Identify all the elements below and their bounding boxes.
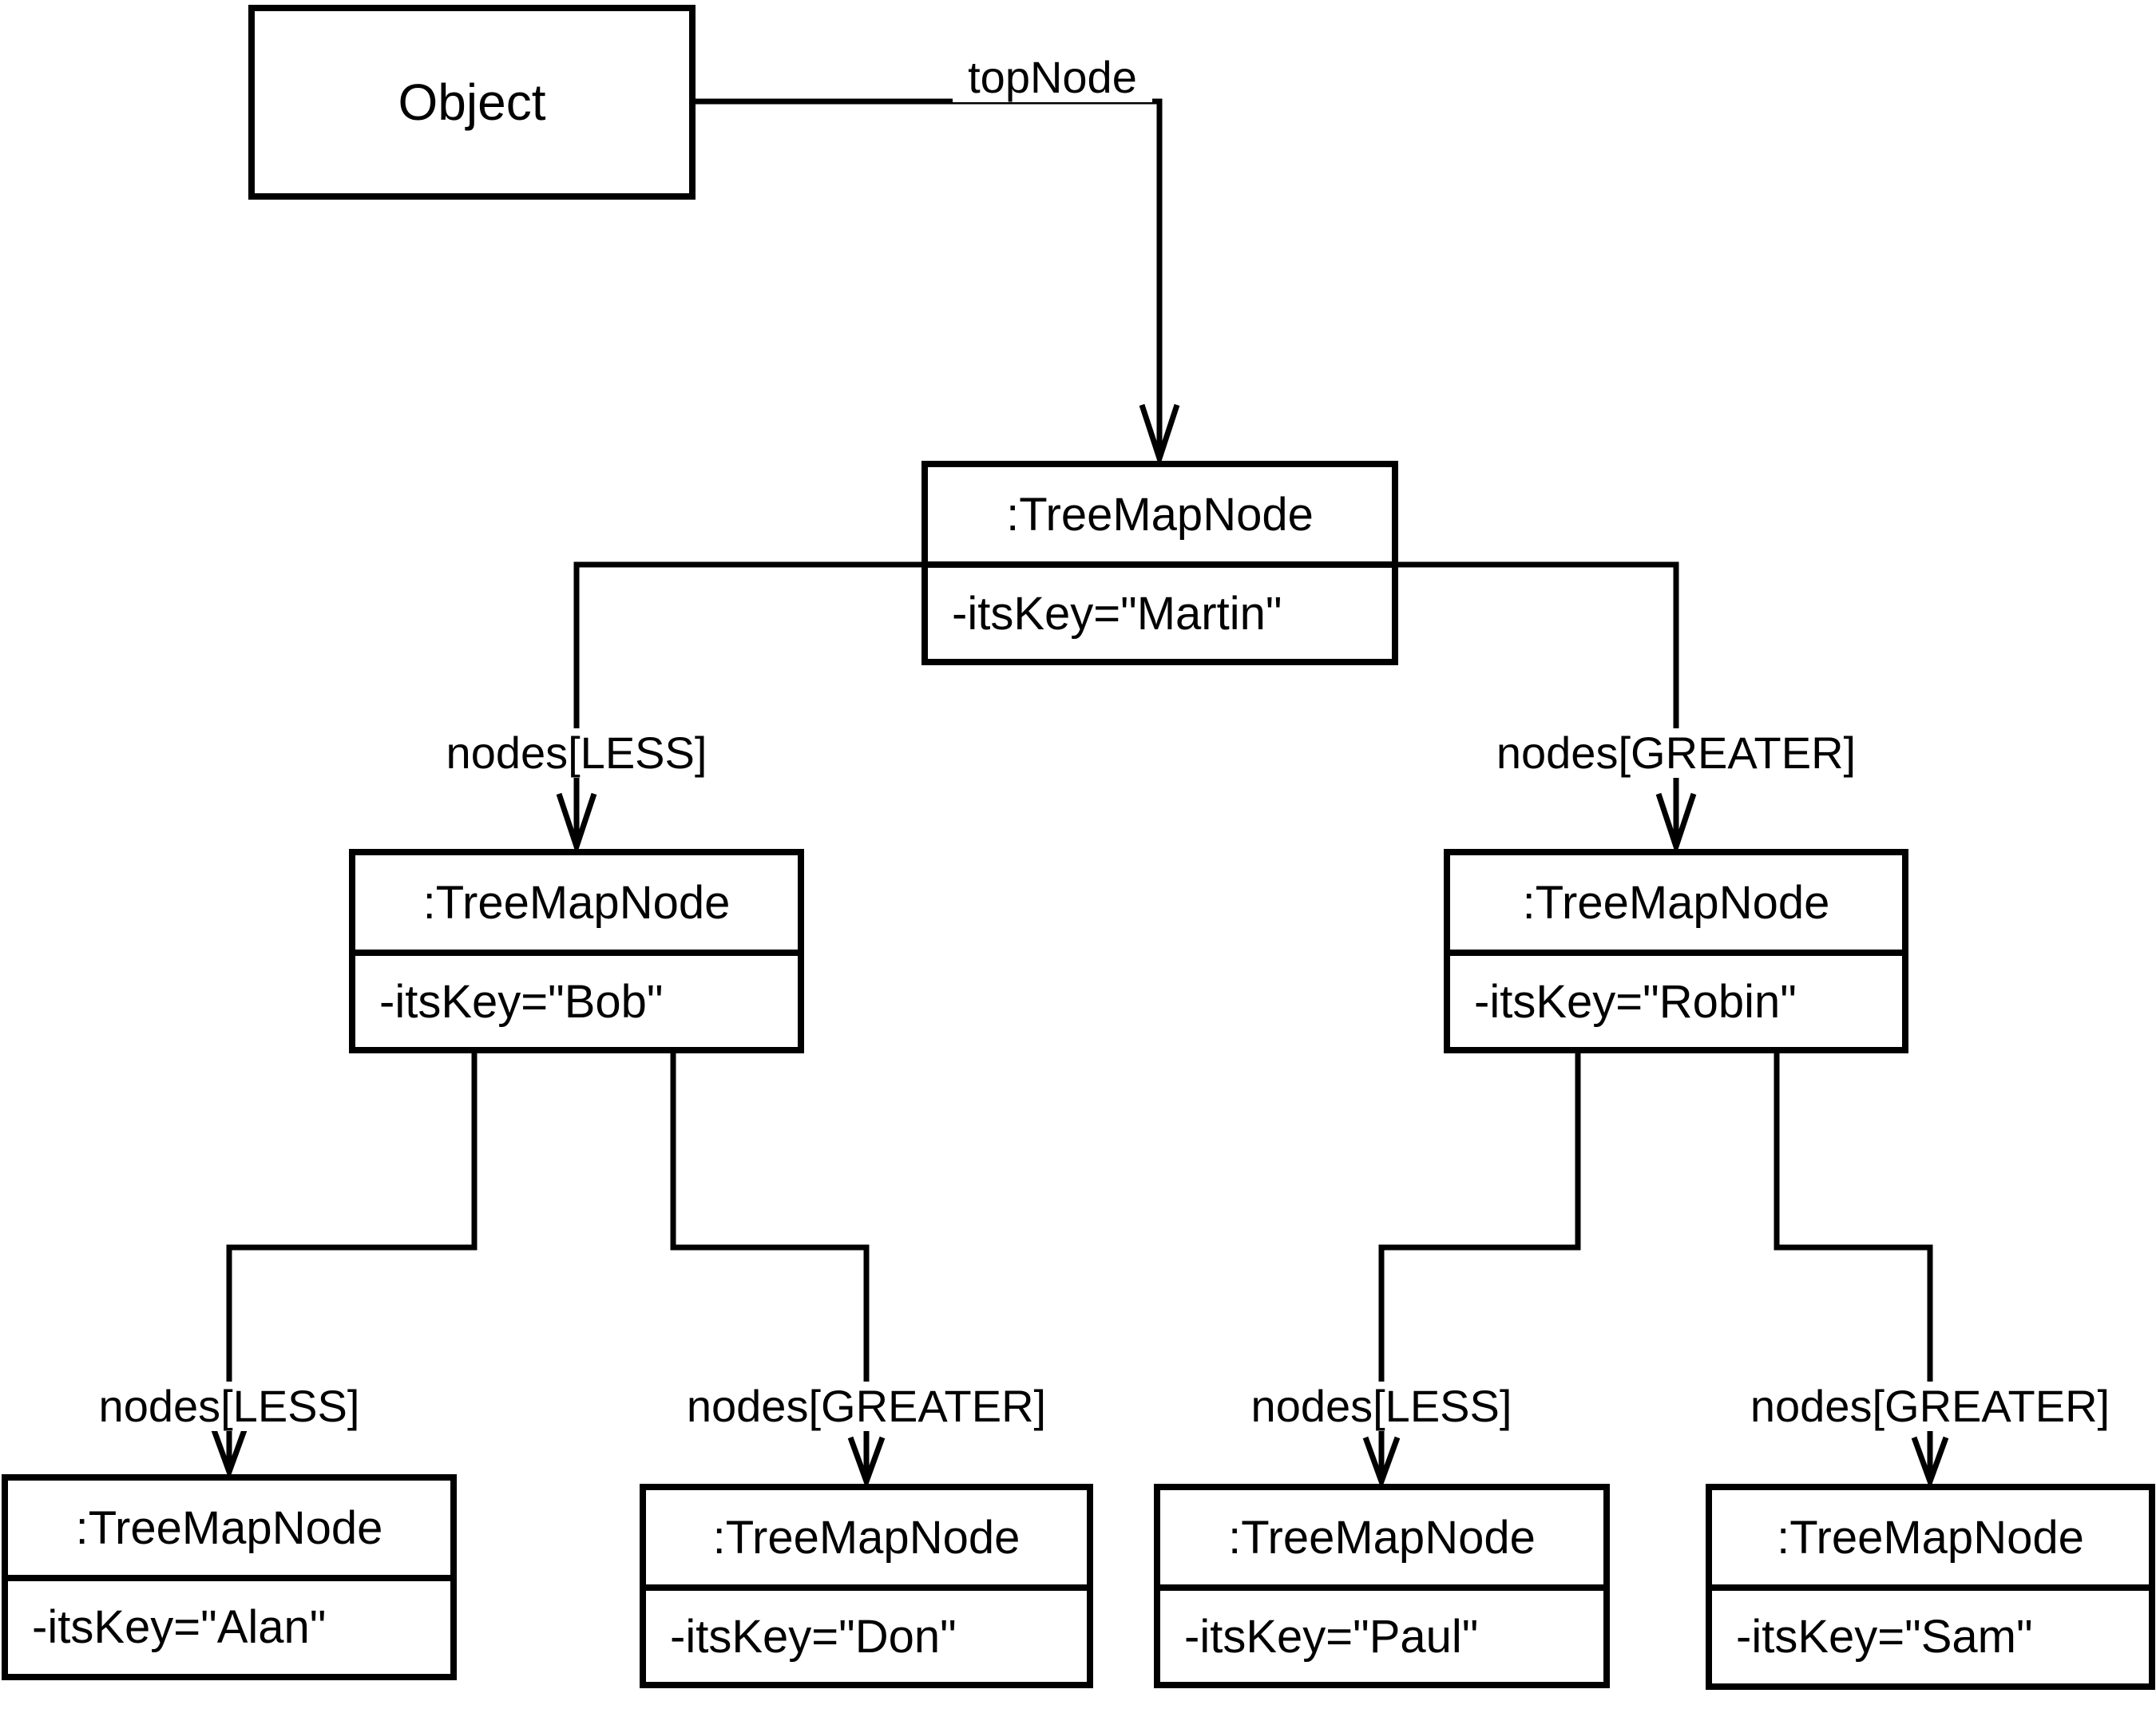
edge-topnode-line	[696, 98, 1163, 457]
node-paul-title: :TreeMapNode	[1160, 1490, 1603, 1591]
edge-robin-paul-arrowhead-icon	[1362, 1436, 1401, 1490]
edge-robin-paul-line	[1378, 1053, 1581, 1481]
node-don-attribute: -itsKey="Don"	[670, 1610, 957, 1663]
node-sam: :TreeMapNode -itsKey="Sam"	[1706, 1484, 2155, 1690]
node-martin-attribute: -itsKey="Martin"	[952, 587, 1282, 640]
edge-robin-sam-line	[1774, 1053, 1933, 1481]
node-alan-title: :TreeMapNode	[8, 1481, 450, 1581]
edge-label-bob-alan-less: nodes[LESS]	[93, 1382, 365, 1431]
node-paul-attribute: -itsKey="Paul"	[1184, 1610, 1479, 1663]
node-martin: :TreeMapNode -itsKey="Martin"	[921, 461, 1398, 665]
node-sam-attribute: -itsKey="Sam"	[1736, 1610, 2033, 1663]
edge-label-robin-paul-less: nodes[LESS]	[1246, 1382, 1517, 1431]
edge-bob-don-arrowhead-icon	[847, 1436, 886, 1490]
node-robin-title: :TreeMapNode	[1450, 855, 1902, 956]
node-sam-title: :TreeMapNode	[1712, 1490, 2149, 1591]
node-alan-attribute: -itsKey="Alan"	[32, 1600, 327, 1653]
edge-label-martin-bob-less: nodes[LESS]	[441, 728, 712, 778]
node-don: :TreeMapNode -itsKey="Don"	[640, 1484, 1093, 1688]
node-alan: :TreeMapNode -itsKey="Alan"	[2, 1474, 457, 1680]
node-martin-title: :TreeMapNode	[928, 467, 1392, 568]
edge-topnode-arrowhead-icon	[1139, 403, 1180, 468]
node-bob-title: :TreeMapNode	[355, 855, 798, 956]
object-box: Object	[248, 5, 696, 200]
node-bob-attribute: -itsKey="Bob"	[379, 975, 664, 1028]
node-bob: :TreeMapNode -itsKey="Bob"	[349, 849, 804, 1053]
edge-martin-bob-line	[573, 561, 921, 845]
node-don-title: :TreeMapNode	[646, 1490, 1087, 1591]
node-robin: :TreeMapNode -itsKey="Robin"	[1444, 849, 1908, 1053]
node-paul: :TreeMapNode -itsKey="Paul"	[1154, 1484, 1610, 1688]
edge-bob-alan-arrowhead-icon	[210, 1426, 248, 1481]
node-robin-attribute: -itsKey="Robin"	[1474, 975, 1797, 1028]
edge-label-topnode: topNode	[953, 53, 1152, 102]
edge-label-martin-robin-greater: nodes[GREATER]	[1488, 728, 1864, 778]
edge-martin-robin-arrowhead-icon	[1655, 792, 1697, 856]
edge-robin-sam-arrowhead-icon	[1911, 1436, 1949, 1490]
edge-bob-alan-line	[226, 1053, 478, 1471]
edge-label-bob-don-greater: nodes[GREATER]	[679, 1382, 1054, 1431]
edge-martin-robin-line	[1398, 561, 1679, 845]
edge-martin-bob-arrowhead-icon	[556, 792, 597, 856]
edge-bob-don-line	[670, 1053, 870, 1481]
object-box-title: Object	[398, 73, 546, 131]
edge-label-robin-sam-greater: nodes[GREATER]	[1742, 1382, 2118, 1431]
